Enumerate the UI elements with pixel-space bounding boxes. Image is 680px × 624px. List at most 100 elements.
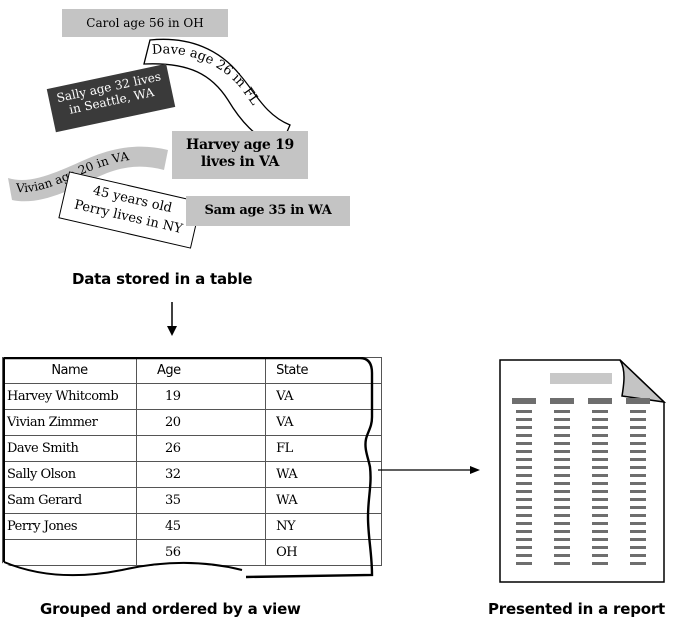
report-line xyxy=(592,426,608,429)
report-line xyxy=(516,506,532,509)
note-carol: Carol age 56 in OH xyxy=(62,9,228,37)
cell-age: 56 xyxy=(135,539,267,566)
report-line xyxy=(554,554,570,557)
report-line xyxy=(592,490,608,493)
report-line xyxy=(516,546,532,549)
caption-stored: Data stored in a table xyxy=(72,270,253,288)
report-line xyxy=(554,418,570,421)
report-line xyxy=(554,522,570,525)
note-sam-text: Sam age 35 in WA xyxy=(204,203,332,218)
report-column-header xyxy=(626,398,650,404)
cell-state: VA xyxy=(265,409,382,436)
report-column-header xyxy=(512,398,536,404)
report-column-header xyxy=(588,398,612,404)
table-row: Perry Jones 45 NY xyxy=(2,513,382,540)
report-line xyxy=(554,546,570,549)
cell-state: WA xyxy=(265,487,382,514)
report-line xyxy=(630,466,646,469)
report-line xyxy=(554,434,570,437)
table-row: Vivian Zimmer 20 VA xyxy=(2,409,382,436)
report-line xyxy=(554,482,570,485)
report-line xyxy=(592,514,608,517)
report-line xyxy=(554,538,570,541)
table-row: Sam Gerard 35 WA xyxy=(2,487,382,514)
note-carol-text: Carol age 56 in OH xyxy=(86,16,204,30)
report-line xyxy=(630,538,646,541)
table-row: 56 OH xyxy=(2,539,382,566)
report-line xyxy=(554,442,570,445)
column-header-name: Name xyxy=(2,357,137,384)
cell-age: 32 xyxy=(135,461,267,488)
cell-state: FL xyxy=(265,435,382,462)
report-line xyxy=(592,466,608,469)
report-line xyxy=(630,530,646,533)
note-harvey-line1: Harvey age 19 xyxy=(186,137,294,153)
note-sam: Sam age 35 in WA xyxy=(186,196,350,226)
report-line xyxy=(592,538,608,541)
report-line xyxy=(516,466,532,469)
report-line xyxy=(516,418,532,421)
report-line xyxy=(516,426,532,429)
report-line xyxy=(592,498,608,501)
cell-name: Sally Olson xyxy=(2,461,137,488)
table-view: Name Age State Harvey Whitcomb 19 VA Viv… xyxy=(2,357,382,582)
report-line xyxy=(516,482,532,485)
cell-name: Dave Smith xyxy=(2,435,137,462)
report-line xyxy=(630,410,646,413)
report-line xyxy=(630,554,646,557)
cell-state: VA xyxy=(265,383,382,410)
cell-age: 45 xyxy=(135,513,267,540)
down-arrow-icon xyxy=(167,302,177,336)
report-line xyxy=(592,546,608,549)
report-line xyxy=(630,514,646,517)
report-line xyxy=(516,434,532,437)
column-header-age: Age xyxy=(135,357,267,384)
report-line xyxy=(554,490,570,493)
report-line xyxy=(554,466,570,469)
report-page-icon xyxy=(499,359,667,583)
report-line xyxy=(554,410,570,413)
report-line xyxy=(592,442,608,445)
cell-state: OH xyxy=(265,539,382,566)
cell-name xyxy=(2,539,137,566)
report-line xyxy=(554,458,570,461)
cell-age: 20 xyxy=(135,409,267,436)
report-columns xyxy=(512,398,650,565)
cell-name: Perry Jones xyxy=(2,513,137,540)
report-line xyxy=(592,450,608,453)
report-line xyxy=(554,450,570,453)
report-line xyxy=(630,498,646,501)
table-header-row: Name Age State xyxy=(2,357,382,384)
report-line xyxy=(630,522,646,525)
report-line xyxy=(630,562,646,565)
report-line xyxy=(630,474,646,477)
report-line xyxy=(592,418,608,421)
report-line xyxy=(516,474,532,477)
cell-state: NY xyxy=(265,513,382,540)
cell-name: Vivian Zimmer xyxy=(2,409,137,436)
report-line xyxy=(592,562,608,565)
report-line xyxy=(630,418,646,421)
caption-view: Grouped and ordered by a view xyxy=(40,600,301,618)
report-line xyxy=(516,410,532,413)
report-line xyxy=(516,522,532,525)
report-line xyxy=(554,506,570,509)
report-line xyxy=(592,458,608,461)
report-line xyxy=(592,434,608,437)
report-line xyxy=(630,426,646,429)
report-line xyxy=(592,530,608,533)
report-line xyxy=(516,490,532,493)
report-line xyxy=(554,514,570,517)
report-line xyxy=(516,554,532,557)
report-column-header xyxy=(550,398,574,404)
report-line xyxy=(630,442,646,445)
report-line xyxy=(554,426,570,429)
cell-name: Sam Gerard xyxy=(2,487,137,514)
report-line xyxy=(554,498,570,501)
report-line xyxy=(592,482,608,485)
cell-age: 35 xyxy=(135,487,267,514)
report-line xyxy=(516,450,532,453)
report-line xyxy=(630,450,646,453)
right-arrow-icon xyxy=(378,466,480,474)
report-line xyxy=(592,522,608,525)
